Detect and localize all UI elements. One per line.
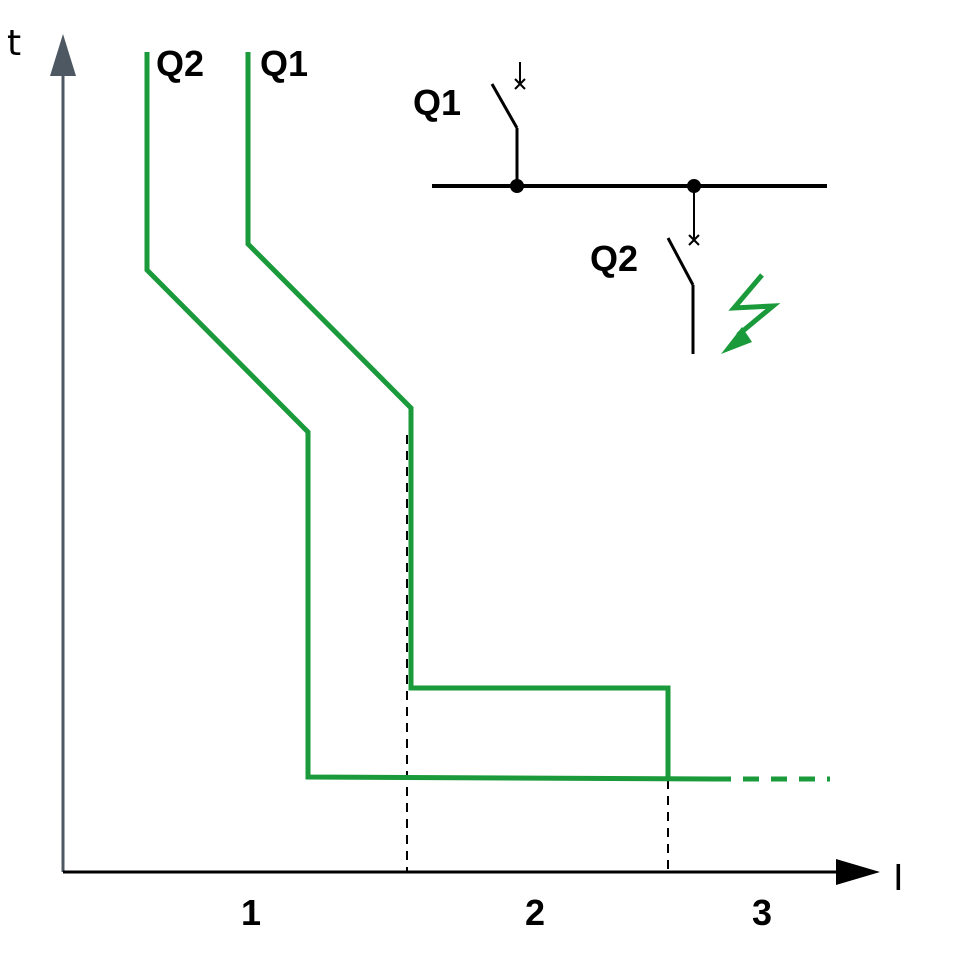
q2-breaker-cross-icon — [688, 234, 700, 246]
zone-boundaries — [406, 435, 669, 872]
axes: t I — [7, 23, 904, 899]
zone-label-3: 3 — [752, 892, 772, 933]
q2-trip-curve — [144, 52, 716, 782]
y-axis-label: t — [7, 23, 21, 64]
busbar-junction-q1 — [510, 179, 524, 193]
q1-breaker-contact — [490, 83, 519, 129]
trip-curves — [144, 52, 830, 782]
fault-lightning-icon — [721, 273, 781, 354]
schematic — [432, 62, 827, 354]
q2-breaker-contact — [666, 237, 695, 286]
zone-label-2: 2 — [525, 892, 545, 933]
zone-label-1: 1 — [241, 892, 261, 933]
busbar-junction-q2 — [687, 179, 701, 193]
x-axis-label: I — [893, 858, 904, 899]
y-axis-arrow-icon — [50, 34, 76, 76]
q1-trip-curve — [245, 52, 671, 779]
q2-curve-label: Q2 — [156, 43, 204, 84]
x-axis-arrow-icon — [836, 859, 880, 885]
q1-curve-label: Q1 — [260, 43, 308, 84]
schematic-q1-label: Q1 — [413, 82, 461, 123]
schematic-q2-label: Q2 — [590, 238, 638, 279]
q1-breaker-cross-icon — [514, 78, 526, 90]
